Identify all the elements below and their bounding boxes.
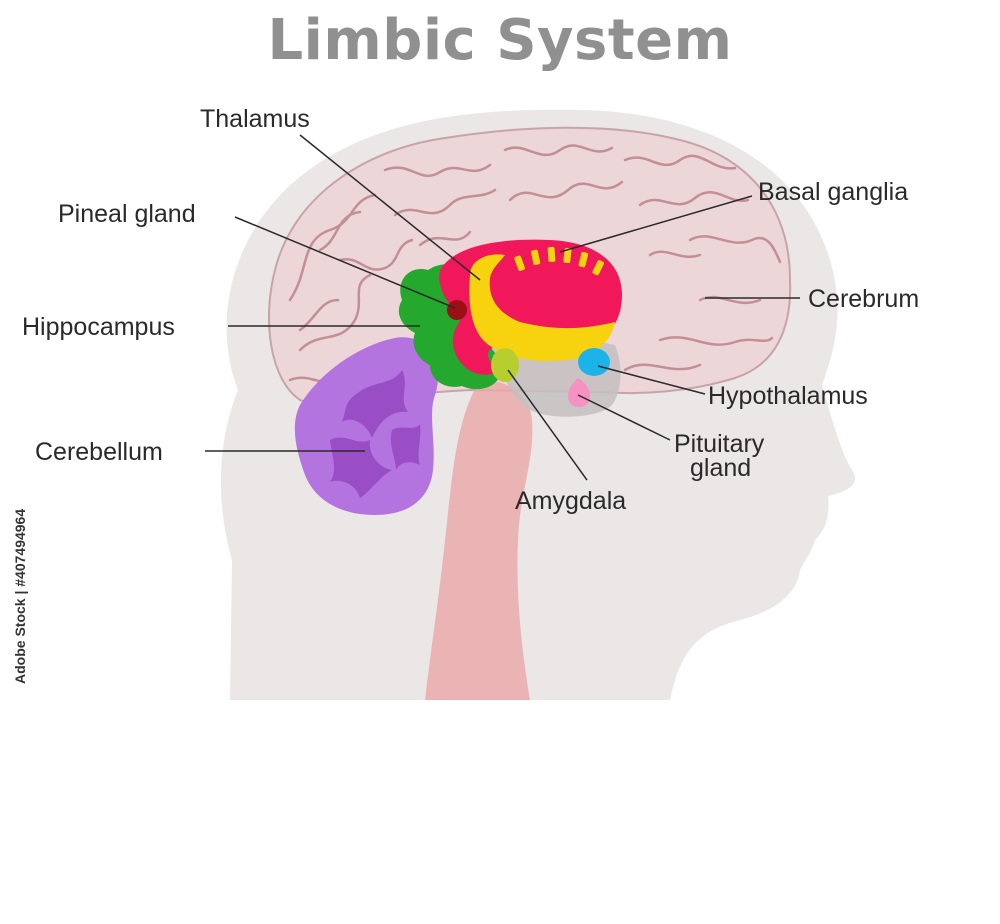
stock-id-container: Adobe Stock | #407494964 [12, 509, 32, 924]
label-hippocampus: Hippocampus [22, 313, 175, 341]
cerebellum-arbor [330, 370, 421, 498]
basal-ganglia-segments [514, 246, 604, 276]
label-hypothalamus: Hypothalamus [708, 382, 868, 410]
cerebrum-gyri [288, 144, 782, 384]
label-cerebrum: Cerebrum [808, 285, 919, 313]
hypothalamus-shape [578, 348, 610, 376]
label-pituitary-line2: gland [690, 454, 751, 482]
label-basal-ganglia: Basal ganglia [758, 178, 908, 206]
pituitary-shape [567, 378, 591, 408]
label-cerebellum: Cerebellum [35, 438, 163, 466]
label-thalamus: Thalamus [200, 105, 310, 133]
pineal-gland-shape [447, 300, 467, 320]
stock-id: Adobe Stock | #407494964 [12, 508, 28, 684]
label-pineal-gland: Pineal gland [58, 200, 196, 228]
leader-lines [205, 134, 800, 481]
label-amygdala: Amygdala [515, 487, 626, 515]
label-pituitary-line1: Pituitary [674, 430, 765, 458]
thalamus-shape [469, 254, 615, 362]
limbic-system-diagram: Thalamus Pineal gland Hippocampus Cerebe… [22, 105, 919, 700]
brainstem [425, 380, 533, 700]
amygdala-shape [491, 348, 519, 382]
diagram-title: Limbic System [267, 8, 733, 73]
